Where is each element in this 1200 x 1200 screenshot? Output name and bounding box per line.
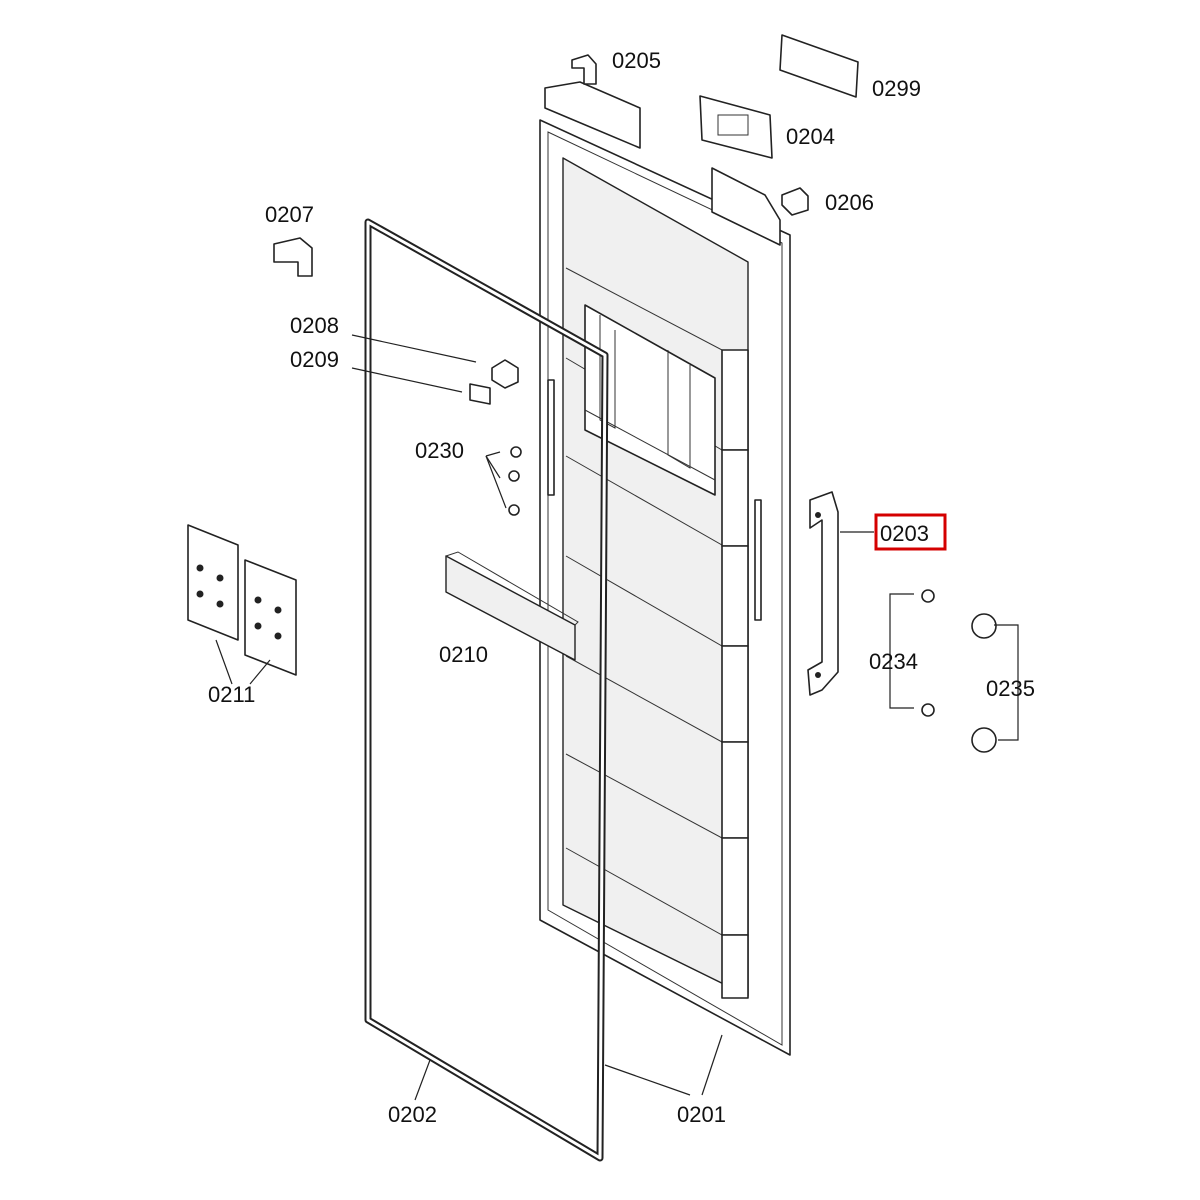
label-0299[interactable]: 0299 <box>872 76 921 101</box>
part-0204[interactable] <box>699 95 773 159</box>
ice-packs-0211[interactable] <box>187 524 297 676</box>
label-0201[interactable]: 0201 <box>677 1102 726 1127</box>
label-0208[interactable]: 0208 <box>290 313 339 338</box>
door-handle-0203[interactable] <box>807 491 839 696</box>
label-0235[interactable]: 0235 <box>986 676 1035 701</box>
caps-0235[interactable] <box>971 613 997 753</box>
part-0205[interactable] <box>571 54 597 85</box>
label-0203[interactable]: 0203 <box>880 521 929 546</box>
screws-0234[interactable] <box>921 589 935 717</box>
part-0209[interactable] <box>469 383 491 405</box>
label-0209[interactable]: 0209 <box>290 347 339 372</box>
door-body[interactable] <box>539 81 791 1056</box>
label-0206[interactable]: 0206 <box>825 190 874 215</box>
label-0204[interactable]: 0204 <box>786 124 835 149</box>
part-labels: 0205 0299 0204 0206 0207 0208 0209 0230 … <box>208 48 1035 1127</box>
label-0230[interactable]: 0230 <box>415 438 464 463</box>
part-0207[interactable] <box>273 237 313 277</box>
door-gasket[interactable] <box>364 218 609 1162</box>
screws-0230[interactable] <box>508 446 522 516</box>
label-0207[interactable]: 0207 <box>265 202 314 227</box>
part-0208[interactable] <box>491 359 519 389</box>
label-0211[interactable]: 0211 <box>208 682 255 707</box>
highlight-box <box>874 513 947 551</box>
leader-lines <box>215 334 1019 1101</box>
label-0202[interactable]: 0202 <box>388 1102 437 1127</box>
label-0234[interactable]: 0234 <box>869 649 918 674</box>
part-0299[interactable] <box>779 34 859 98</box>
part-0206[interactable] <box>781 187 809 216</box>
label-0210[interactable]: 0210 <box>439 642 488 667</box>
label-0205[interactable]: 0205 <box>612 48 661 73</box>
handle-strip-0210[interactable] <box>445 551 579 661</box>
